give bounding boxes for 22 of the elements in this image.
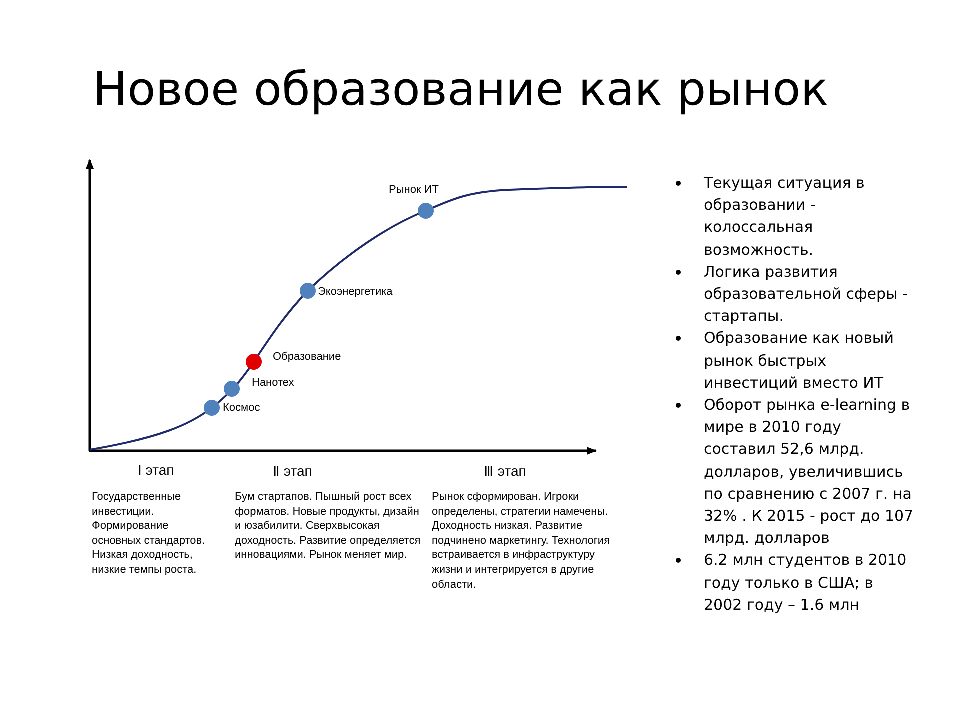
bullet-text: 6.2 млн студентов в 2010 году только в США; в 2002 году – 1.6 млн xyxy=(704,550,908,616)
slide-title: Новое образование как рынок xyxy=(93,62,829,116)
bullet-text: Образование как новый рынок быстрых инвестиций вместо ИТ xyxy=(704,328,896,394)
point-label: Нанотех xyxy=(252,377,294,389)
point-label: Космос xyxy=(223,402,260,414)
point-label: Образование xyxy=(273,351,342,363)
stage-heading: Ⅲ этап xyxy=(484,463,526,479)
data-point xyxy=(246,354,262,370)
data-point xyxy=(224,381,240,397)
bullet-text: Логика развития образовательной сферы - стартапы. xyxy=(704,262,910,328)
point-label: Рынок ИТ xyxy=(389,184,439,196)
stage-heading: Ⅱ этап xyxy=(273,463,312,479)
stage-description: Рынок сформирован. Игроки определены, стратегии намечены. Доходность низкая. Развитие подчинено маркетингу. Технология встраивается в инфраструктуру жизни и интегрируется в другие области. xyxy=(432,490,612,592)
bullet-text: Текущая ситуация в образовании - колоссальная возможность. xyxy=(704,173,866,261)
stage-heading: I этап xyxy=(138,462,174,478)
bullet-text: Оборот рынка e-learning в мире в 2010 году составил 52,6 млрд. долларов, увеличившись по сравнению с 2007 г. на 32% . К 2015 - рост до 107 млрд. долларов xyxy=(704,395,914,550)
data-point xyxy=(418,203,434,219)
stage-description: Государственные инвестиции. Формирование основных стандартов. Низкая доходность, низкие темпы роста. xyxy=(92,490,206,578)
data-point xyxy=(300,283,316,299)
data-point xyxy=(204,400,220,416)
stage-description: Бум стартапов. Пышный рост всех форматов. Новые продукты, дизайн и юзабилити. Сверхвысокая доходность. Развитие определяется инновациями. Рынок меняет мир. xyxy=(235,490,422,563)
point-label: Экоэнергетика xyxy=(318,286,393,298)
